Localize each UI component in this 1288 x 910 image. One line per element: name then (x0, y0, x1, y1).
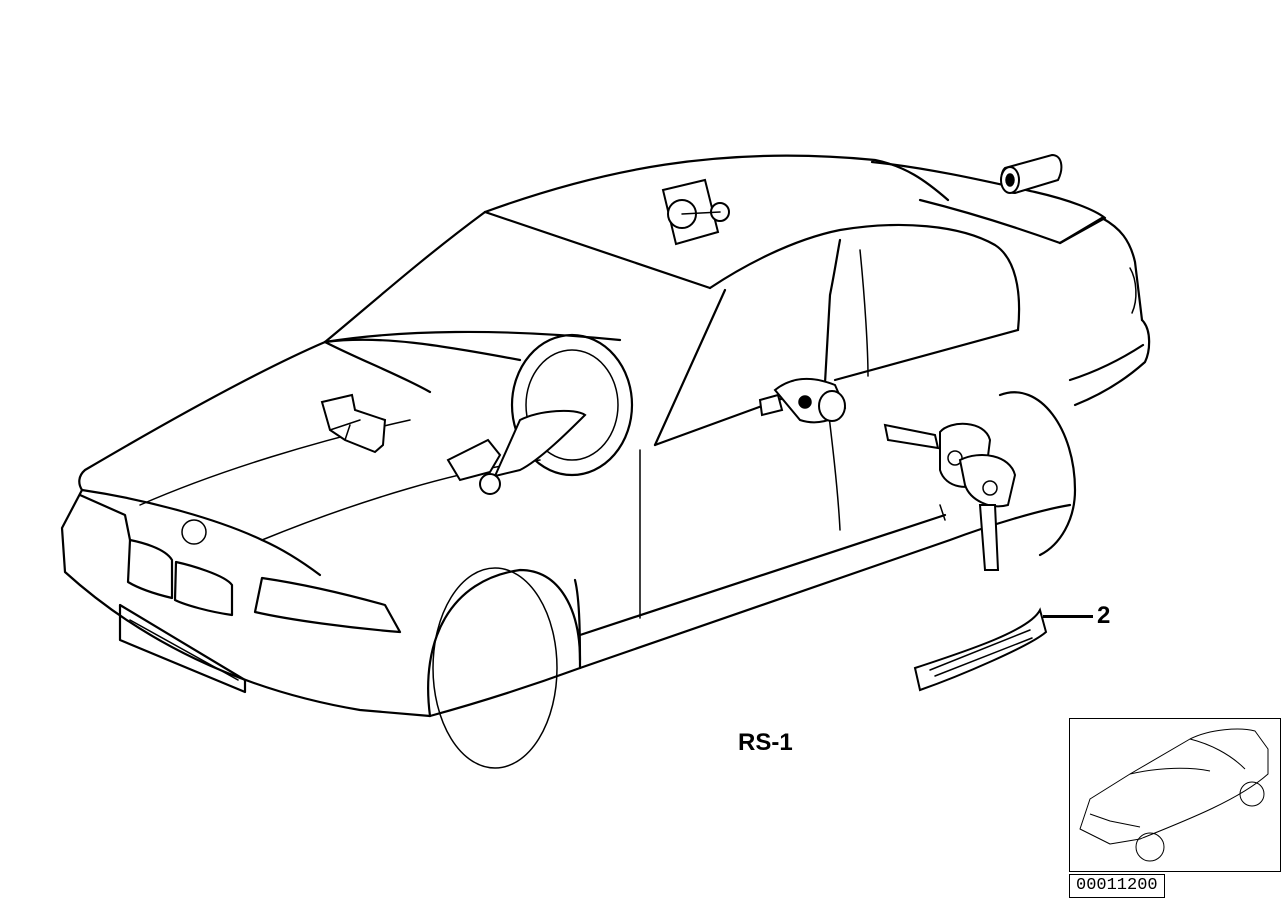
vehicle-thumbnail-drawing (1079, 728, 1269, 862)
key-code-card-part (913, 607, 1048, 692)
group-label: RS-1 (738, 729, 793, 756)
door-lock-cylinder-part (758, 378, 847, 424)
callout-leader-line (1043, 615, 1093, 618)
callout-number: 2 (1097, 602, 1111, 629)
vehicle-thumbnail (1069, 718, 1281, 872)
trunk-lock-actuator-part (661, 178, 730, 246)
bonnet-lock-part (320, 393, 387, 454)
car-body-outline (60, 154, 1151, 769)
trunk-lock-cylinder-part (1000, 153, 1063, 195)
steering-wheel-ignition-part (446, 333, 634, 495)
key-pair-part (883, 422, 1017, 571)
document-id: 00011200 (1069, 874, 1165, 898)
